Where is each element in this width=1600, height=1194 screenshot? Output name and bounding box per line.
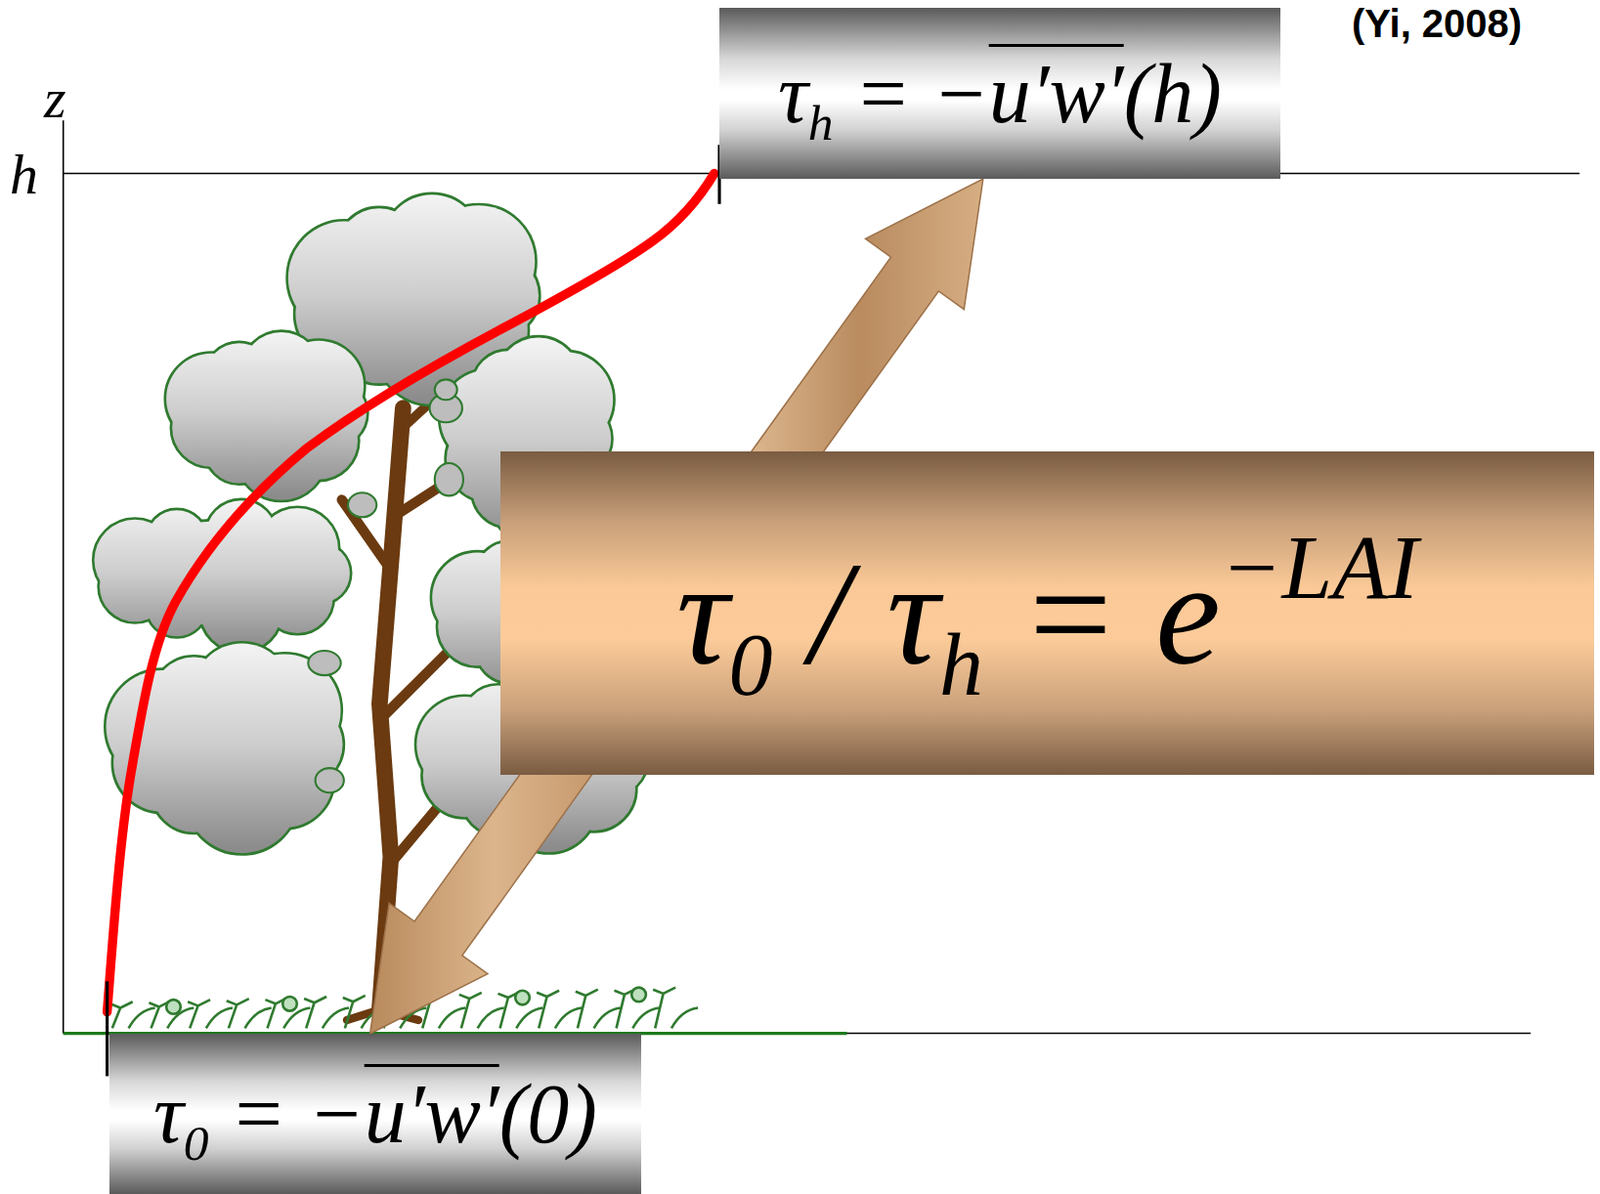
crown-cloud [166, 332, 367, 501]
stress-top-box: τh = −u′w′(h) [719, 7, 1281, 179]
citation: (Yi, 2008) [1351, 3, 1522, 44]
stress-ground-box: τ0 = −u′w′(0) [109, 1034, 642, 1194]
axis-label: z [43, 70, 67, 128]
crown-cloud [106, 644, 344, 855]
height-label: h [9, 146, 39, 204]
tree-knots [307, 379, 464, 793]
crown-cloud [94, 500, 350, 652]
formula-text: τh = −u′w′(h) [778, 51, 1222, 136]
tick-mark [105, 981, 109, 1077]
formula-text: τ0 = −u′w′(0) [153, 1072, 598, 1157]
ratio-formula-box: τ0 / τh = e−LAI [500, 451, 1595, 776]
z-axis [62, 120, 65, 1034]
formula-text: τ0 / τh = e−LAI [676, 540, 1419, 688]
